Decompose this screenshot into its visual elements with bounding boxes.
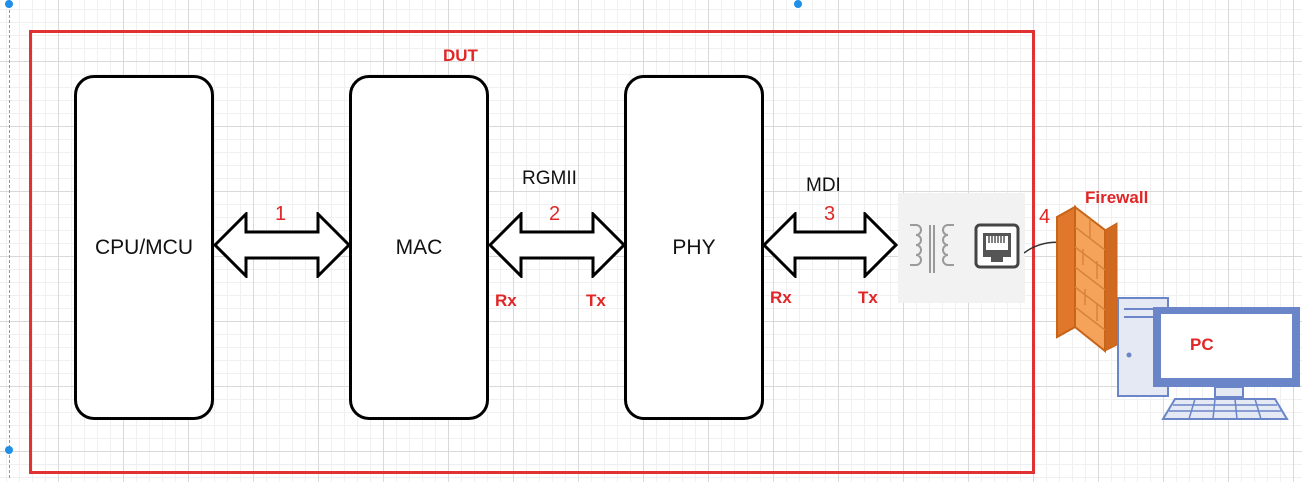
phy-block[interactable]: PHY	[624, 75, 764, 420]
transformer-icon	[910, 224, 954, 273]
pc-icon[interactable]	[1115, 295, 1302, 423]
magnetics-panel[interactable]	[898, 193, 1025, 303]
link-2-number: 2	[549, 203, 561, 225]
link-3-double-arrow[interactable]	[762, 212, 898, 278]
link-1-double-arrow[interactable]	[213, 212, 351, 278]
link-3-protocol-label: MDI	[806, 175, 841, 196]
rj45-port-icon	[974, 223, 1020, 269]
link-2-rx-label: Rx	[495, 291, 517, 310]
mac-block[interactable]: MAC	[349, 75, 489, 420]
firewall-label: Firewall	[1085, 188, 1149, 207]
selection-handle-top-left[interactable]	[5, 0, 13, 8]
link-3-tx-label: Tx	[858, 288, 878, 307]
link-3-number: 3	[824, 203, 836, 225]
pc-label: PC	[1190, 335, 1214, 354]
selection-handle-bottom-left[interactable]	[5, 446, 13, 454]
dut-label: DUT	[443, 46, 478, 65]
cpu-mcu-block[interactable]: CPU/MCU	[74, 75, 214, 420]
dut-frame[interactable]	[29, 30, 1035, 474]
phy-label: PHY	[672, 235, 716, 259]
link-3-rx-label: Rx	[770, 288, 792, 307]
firewall-icon[interactable]	[1055, 205, 1119, 353]
link-2-tx-label: Tx	[586, 291, 606, 310]
mac-label: MAC	[395, 235, 443, 259]
selection-handle-top[interactable]	[794, 0, 802, 8]
link-2-protocol-label: RGMII	[522, 168, 577, 189]
link-1-number: 1	[275, 203, 287, 225]
cpu-mcu-label: CPU/MCU	[95, 235, 193, 259]
link-2-double-arrow[interactable]	[488, 212, 626, 278]
link-4-number: 4	[1039, 206, 1051, 228]
selection-guide-line	[9, 0, 10, 478]
